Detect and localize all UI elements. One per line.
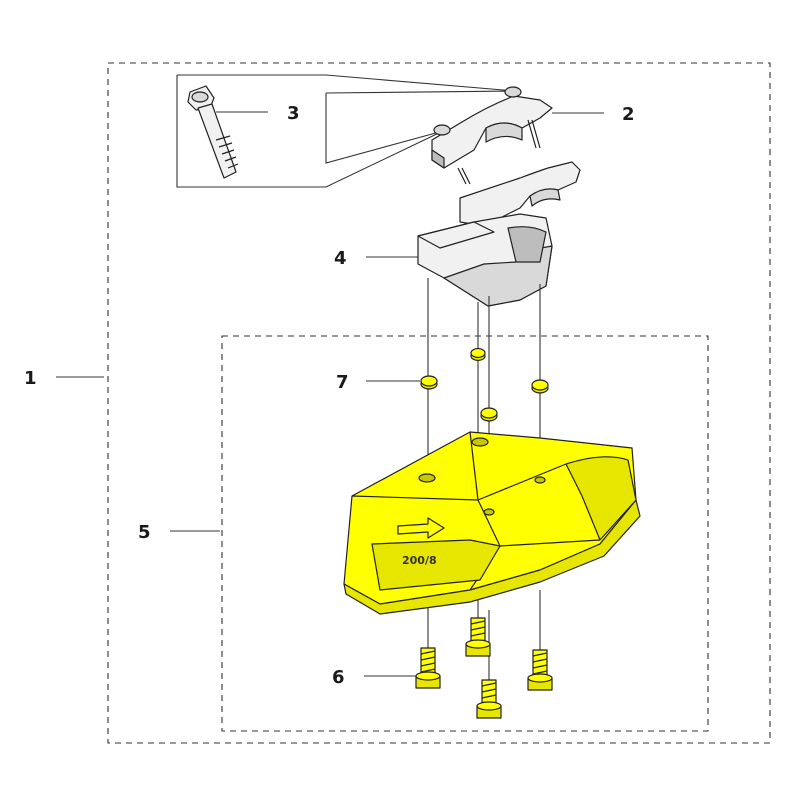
guard-screw — [527, 649, 553, 691]
callout-7: 7 — [336, 372, 349, 393]
clamp-screw — [187, 85, 239, 179]
lower-clamp-half — [459, 161, 581, 227]
guard-bracket — [417, 213, 553, 307]
guard-screws — [415, 617, 553, 719]
callout-4: 4 — [334, 248, 347, 269]
callout-6: 6 — [332, 667, 345, 688]
guard-screw — [465, 617, 491, 657]
screw-detail-inset — [176, 74, 516, 188]
spacer-nut — [531, 379, 549, 394]
guard-kit-outline — [221, 335, 709, 732]
callout-1: 1 — [24, 368, 37, 389]
handle-clamp — [431, 86, 553, 185]
callout-leaders — [56, 111, 604, 677]
callout-3: 3 — [287, 103, 300, 124]
trimmer-guard: 200/8 — [343, 431, 641, 615]
spacers-nuts — [420, 347, 549, 422]
guard-marking: 200/8 — [402, 554, 437, 567]
guard-screw — [415, 647, 441, 689]
guard-screw — [476, 679, 502, 719]
assembly-outline — [107, 62, 771, 744]
spacer-nut — [470, 347, 486, 362]
callout-2: 2 — [622, 104, 635, 125]
callout-5: 5 — [138, 522, 151, 543]
spacer-nut — [480, 407, 498, 422]
spacer-nut — [420, 375, 438, 390]
